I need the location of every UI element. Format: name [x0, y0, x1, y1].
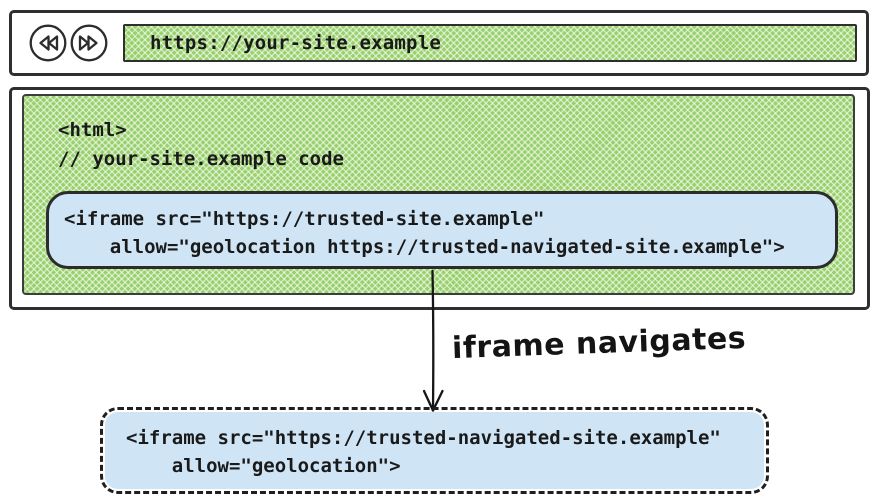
page-content-area: <html> // your-site.example code <iframe… — [22, 94, 855, 295]
code-line: // your-site.example code — [58, 148, 344, 170]
navigated-iframe-code-box: <iframe src="https://trusted-navigated-s… — [100, 407, 769, 494]
url-text: https://your-site.example — [150, 32, 441, 54]
navigated-iframe-code-fill — [105, 412, 764, 489]
navigated-iframe-code: <iframe src="https://trusted-navigated-s… — [103, 410, 766, 480]
url-bar[interactable]: https://your-site.example — [123, 24, 857, 62]
iframe-code-box: <iframe src="https://trusted-site.exampl… — [46, 191, 838, 269]
arrow-label: iframe navigates — [451, 320, 747, 367]
code-line: <html> — [58, 119, 127, 141]
back-button[interactable] — [28, 23, 68, 63]
code-line: allow="geolocation https://trusted-navig… — [64, 236, 785, 258]
browser-window: <html> // your-site.example code <iframe… — [9, 87, 870, 310]
code-line: <iframe src="https://trusted-navigated-s… — [126, 427, 721, 449]
browser-toolbar: https://your-site.example — [9, 10, 869, 76]
page-html-code: <html> // your-site.example code — [58, 116, 344, 174]
code-line: allow="geolocation"> — [126, 455, 401, 477]
forward-button[interactable] — [69, 23, 109, 63]
double-triangle-left-icon — [28, 23, 68, 63]
code-line: <iframe src="https://trusted-site.exampl… — [64, 208, 545, 230]
double-triangle-right-icon — [69, 23, 109, 63]
